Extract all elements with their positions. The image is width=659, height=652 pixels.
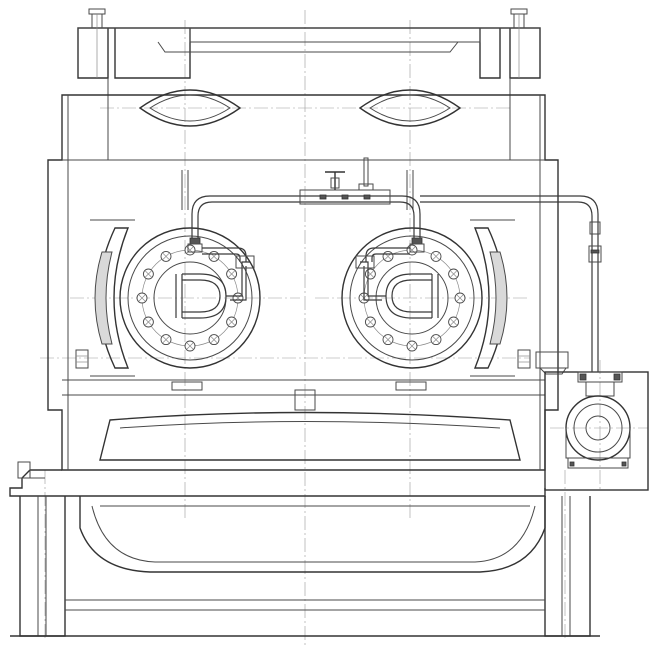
right-inspection-window bbox=[358, 89, 462, 127]
right-u-loop bbox=[360, 261, 439, 319]
left-u-loop bbox=[175, 261, 250, 319]
right-flange-bolts bbox=[358, 244, 466, 352]
pump-unit bbox=[544, 371, 649, 491]
left-inspection-window bbox=[138, 89, 242, 127]
steam-manifold bbox=[187, 157, 602, 372]
loop-connectors bbox=[202, 247, 410, 269]
centerlines bbox=[40, 10, 648, 645]
side-bearing-arcs bbox=[90, 219, 515, 377]
upper-housing bbox=[77, 8, 541, 160]
lower-tank bbox=[9, 381, 600, 637]
drain-plugs bbox=[75, 349, 569, 375]
